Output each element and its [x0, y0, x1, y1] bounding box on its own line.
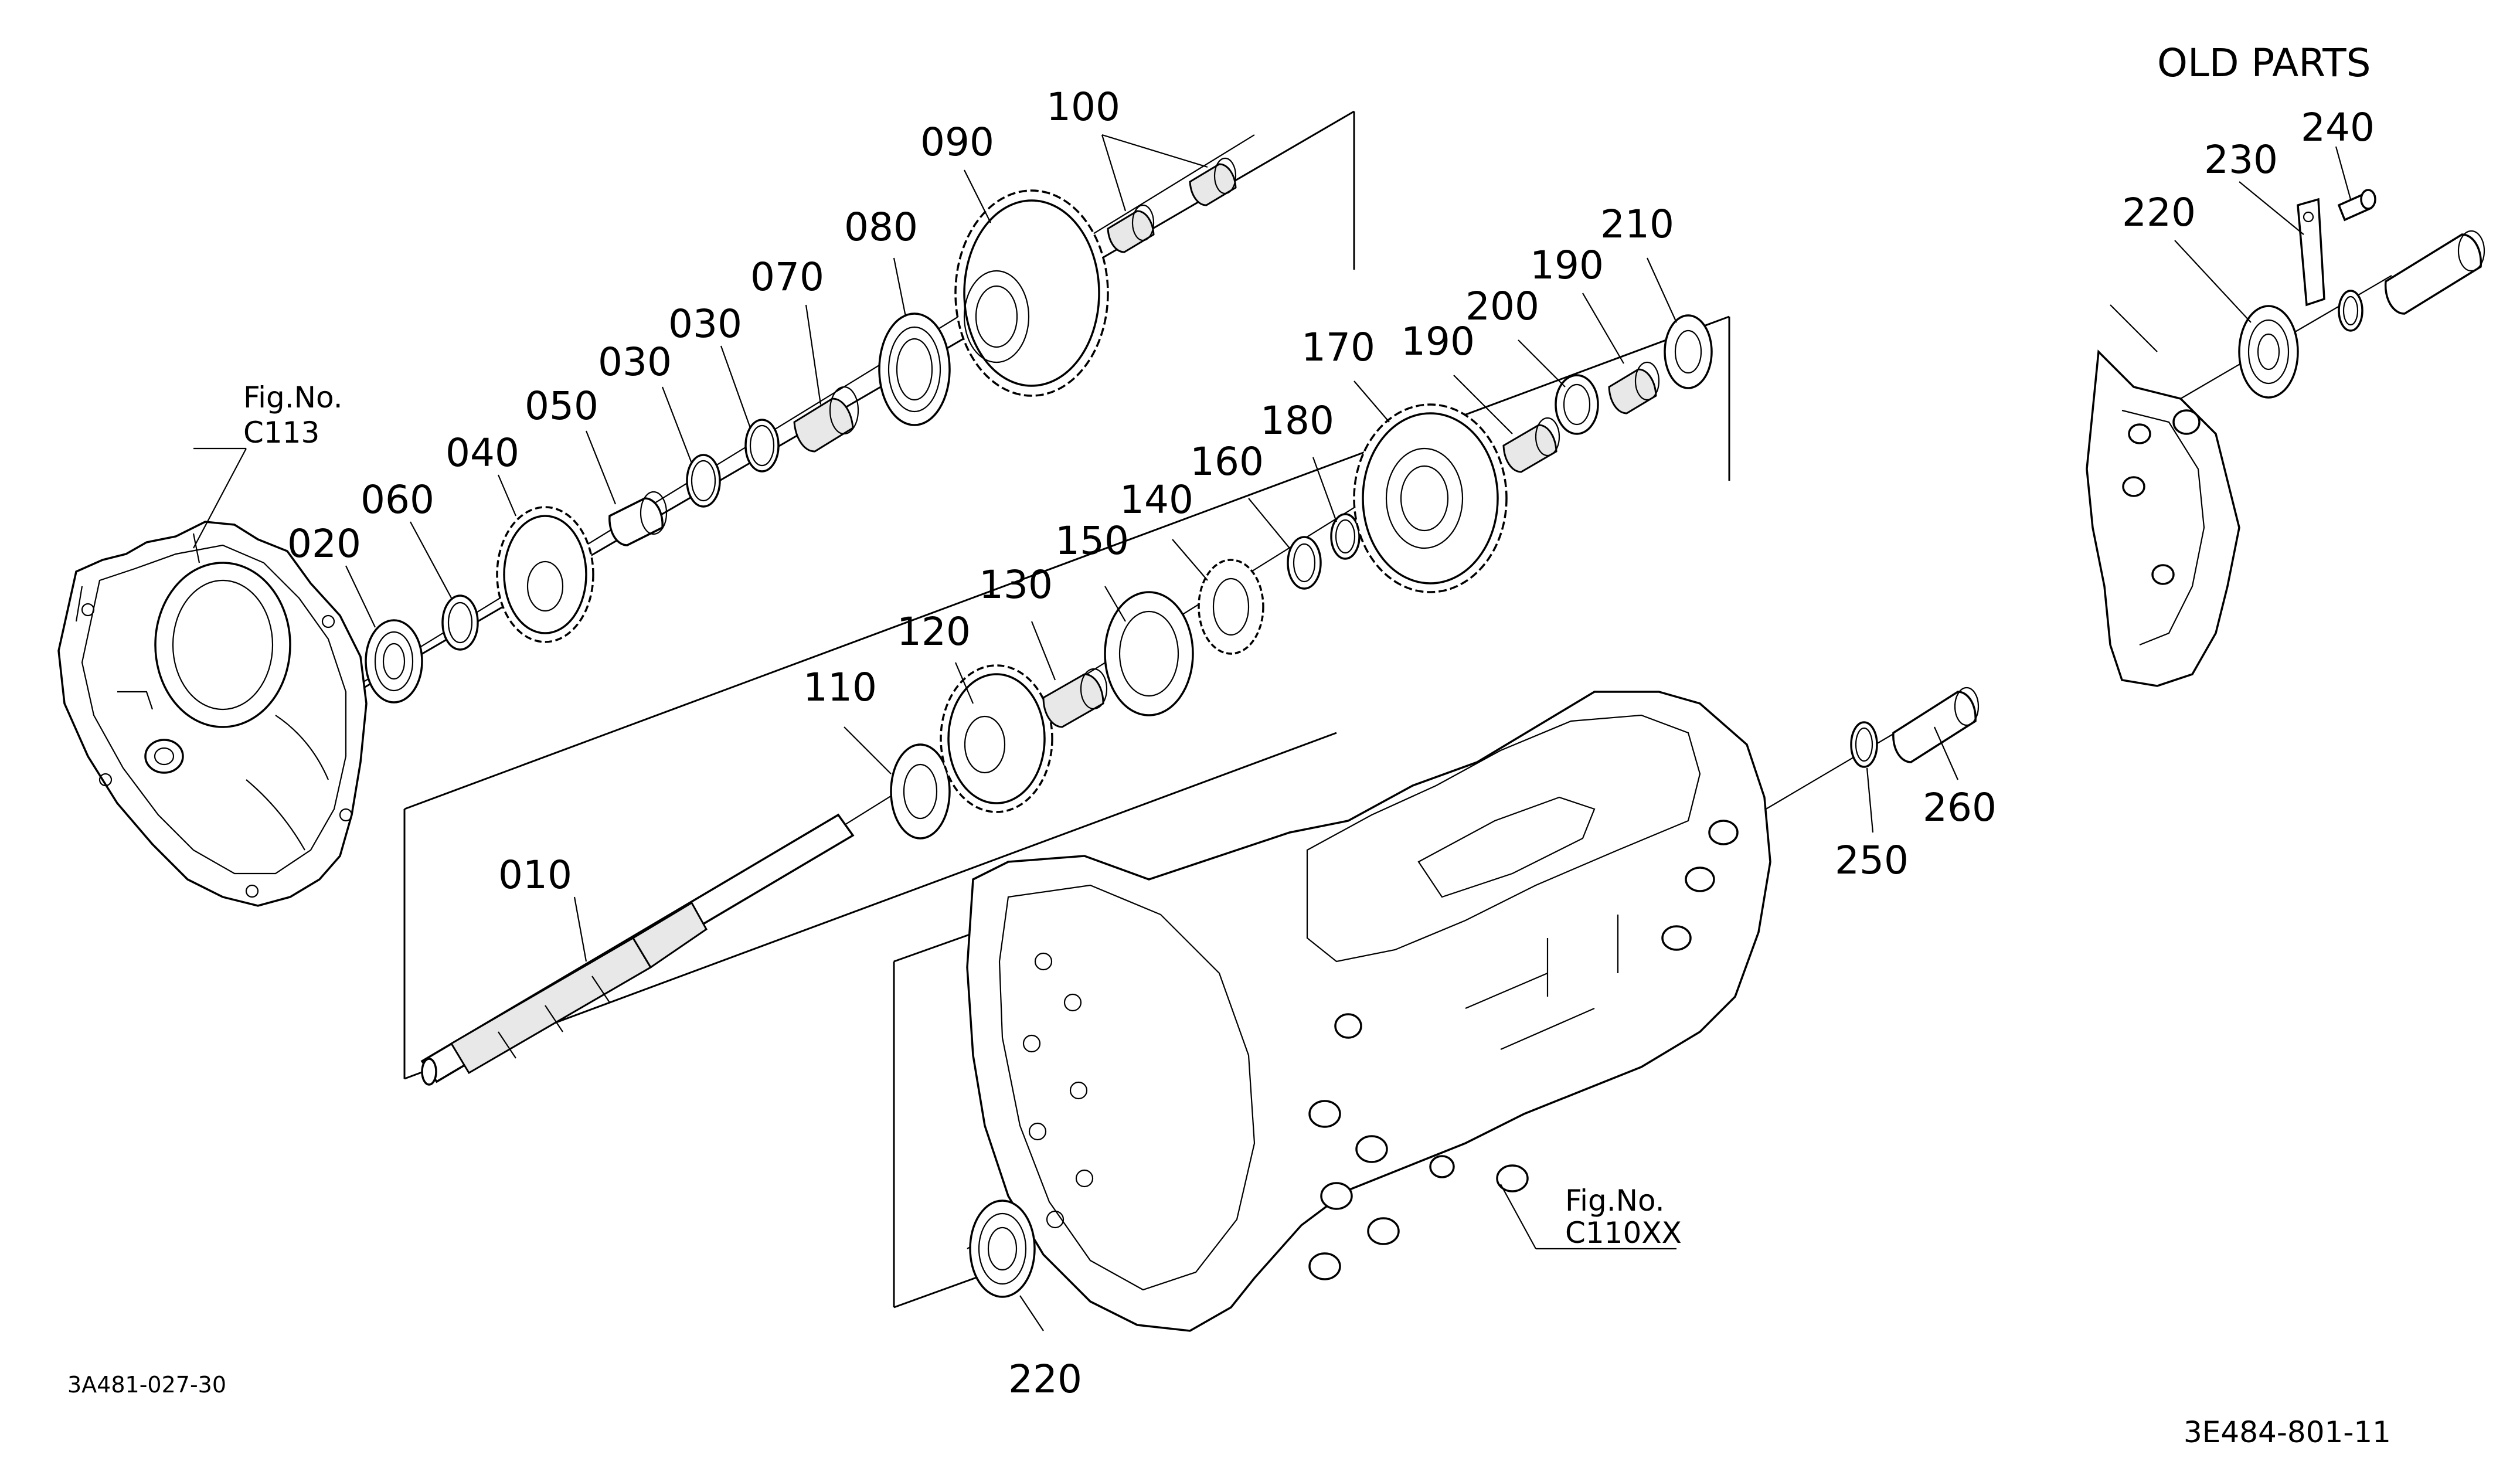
part-090-gear	[954, 189, 1109, 397]
label-190b: 190	[1530, 243, 1604, 288]
label-020: 020	[287, 521, 361, 566]
part-230-plate	[2297, 198, 2325, 307]
label-140: 140	[1120, 477, 1193, 522]
label-180: 180	[1260, 398, 1334, 443]
label-250: 250	[1835, 838, 1909, 883]
fig-ref-c113-line1: Fig.No.	[243, 380, 343, 414]
part-180-ring	[1330, 513, 1361, 560]
part-030a-ring	[686, 454, 721, 508]
part-150-hub	[1104, 591, 1194, 716]
label-260: 260	[1923, 785, 1997, 830]
label-080: 080	[844, 205, 918, 250]
label-130: 130	[979, 562, 1053, 607]
part-200-collar	[1555, 374, 1599, 435]
label-070: 070	[750, 254, 824, 300]
label-030a: 030	[598, 339, 672, 385]
drawing-code-left: 3A481-027-30	[67, 1372, 226, 1398]
label-100: 100	[1046, 84, 1120, 130]
part-260-old-sleeve	[2384, 230, 2485, 315]
label-030b: 030	[668, 301, 742, 346]
part-190a-bearing	[1502, 417, 1560, 473]
label-050: 050	[525, 383, 598, 429]
label-220-old: 220	[2122, 190, 2196, 235]
part-120-gear	[940, 664, 1053, 813]
part-140-sleeve	[1198, 559, 1264, 655]
label-040: 040	[445, 430, 519, 475]
part-100-bearing-b	[1189, 157, 1237, 206]
part-260-sleeve	[1892, 687, 1980, 763]
label-220: 220	[1008, 1357, 1082, 1402]
part-250-circlip	[1850, 721, 1878, 768]
label-120: 120	[897, 609, 971, 654]
label-210: 210	[1600, 202, 1674, 247]
fig-ref-c113-line2: C113	[243, 416, 319, 450]
part-040-gear	[496, 506, 594, 643]
part-030b-ring	[744, 419, 780, 473]
fig-ref-c110xx-line2: C110XX	[1565, 1216, 1682, 1250]
part-080-bearing	[878, 312, 951, 426]
part-070-bearing	[793, 386, 859, 453]
label-230: 230	[2204, 137, 2278, 182]
part-130-bearing	[1042, 668, 1108, 728]
part-160-ring	[1287, 536, 1322, 590]
case-cover	[57, 521, 368, 907]
part-220-bearing	[969, 1199, 1036, 1298]
part-010-shaft	[420, 813, 855, 1086]
part-110-thrust-washer	[890, 743, 951, 840]
part-210-washer	[1664, 314, 1713, 389]
part-220-old-bearing	[2238, 305, 2299, 399]
fig-ref-c110xx-line1: Fig.No.	[1565, 1184, 1665, 1218]
part-060-ring	[441, 594, 479, 651]
old-parts-title: OLD PARTS	[2157, 40, 2371, 86]
label-170: 170	[1301, 325, 1375, 370]
part-240-bolt	[2337, 189, 2376, 222]
label-240: 240	[2301, 105, 2375, 150]
label-060: 060	[361, 477, 434, 522]
part-100-bearing-a	[1107, 204, 1155, 253]
label-160: 160	[1190, 439, 1264, 484]
label-110: 110	[803, 665, 877, 710]
leader-lines	[193, 134, 2352, 1331]
label-090: 090	[920, 120, 994, 165]
label-200: 200	[1465, 284, 1539, 329]
transmission-case	[966, 691, 1771, 1332]
drawing-code-right: 3E484-801-11	[2184, 1415, 2391, 1449]
old-parts-housing	[2086, 304, 2240, 687]
part-020-bearing	[365, 619, 423, 704]
part-190b-bearing	[1608, 361, 1660, 414]
part-170-gear	[1353, 403, 1508, 593]
label-190a: 190	[1401, 319, 1475, 364]
part-250-old-circlip	[2338, 290, 2363, 332]
label-150: 150	[1055, 518, 1129, 563]
part-050-collar	[608, 491, 668, 546]
label-010: 010	[498, 852, 572, 898]
